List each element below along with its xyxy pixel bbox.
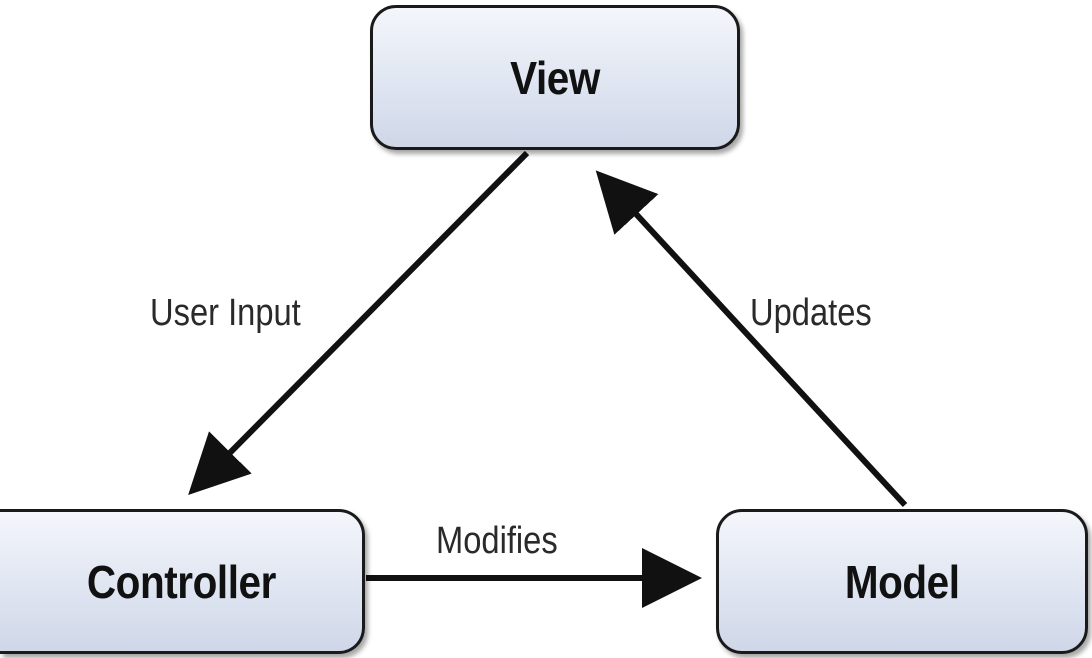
controller-node: Controller	[0, 509, 365, 654]
arrow-view-to-controller	[188, 150, 530, 496]
model-node-label: Model	[844, 555, 960, 608]
edge-label-user-input: User Input	[150, 292, 301, 334]
edge-label-modifies: Modifies	[436, 520, 558, 562]
view-node-label: View	[510, 51, 600, 104]
controller-node-label: Controller	[86, 555, 276, 608]
view-node: View	[370, 5, 740, 150]
model-node: Model	[716, 509, 1088, 654]
arrow-model-to-view	[595, 170, 908, 508]
edge-label-updates: Updates	[750, 292, 872, 334]
